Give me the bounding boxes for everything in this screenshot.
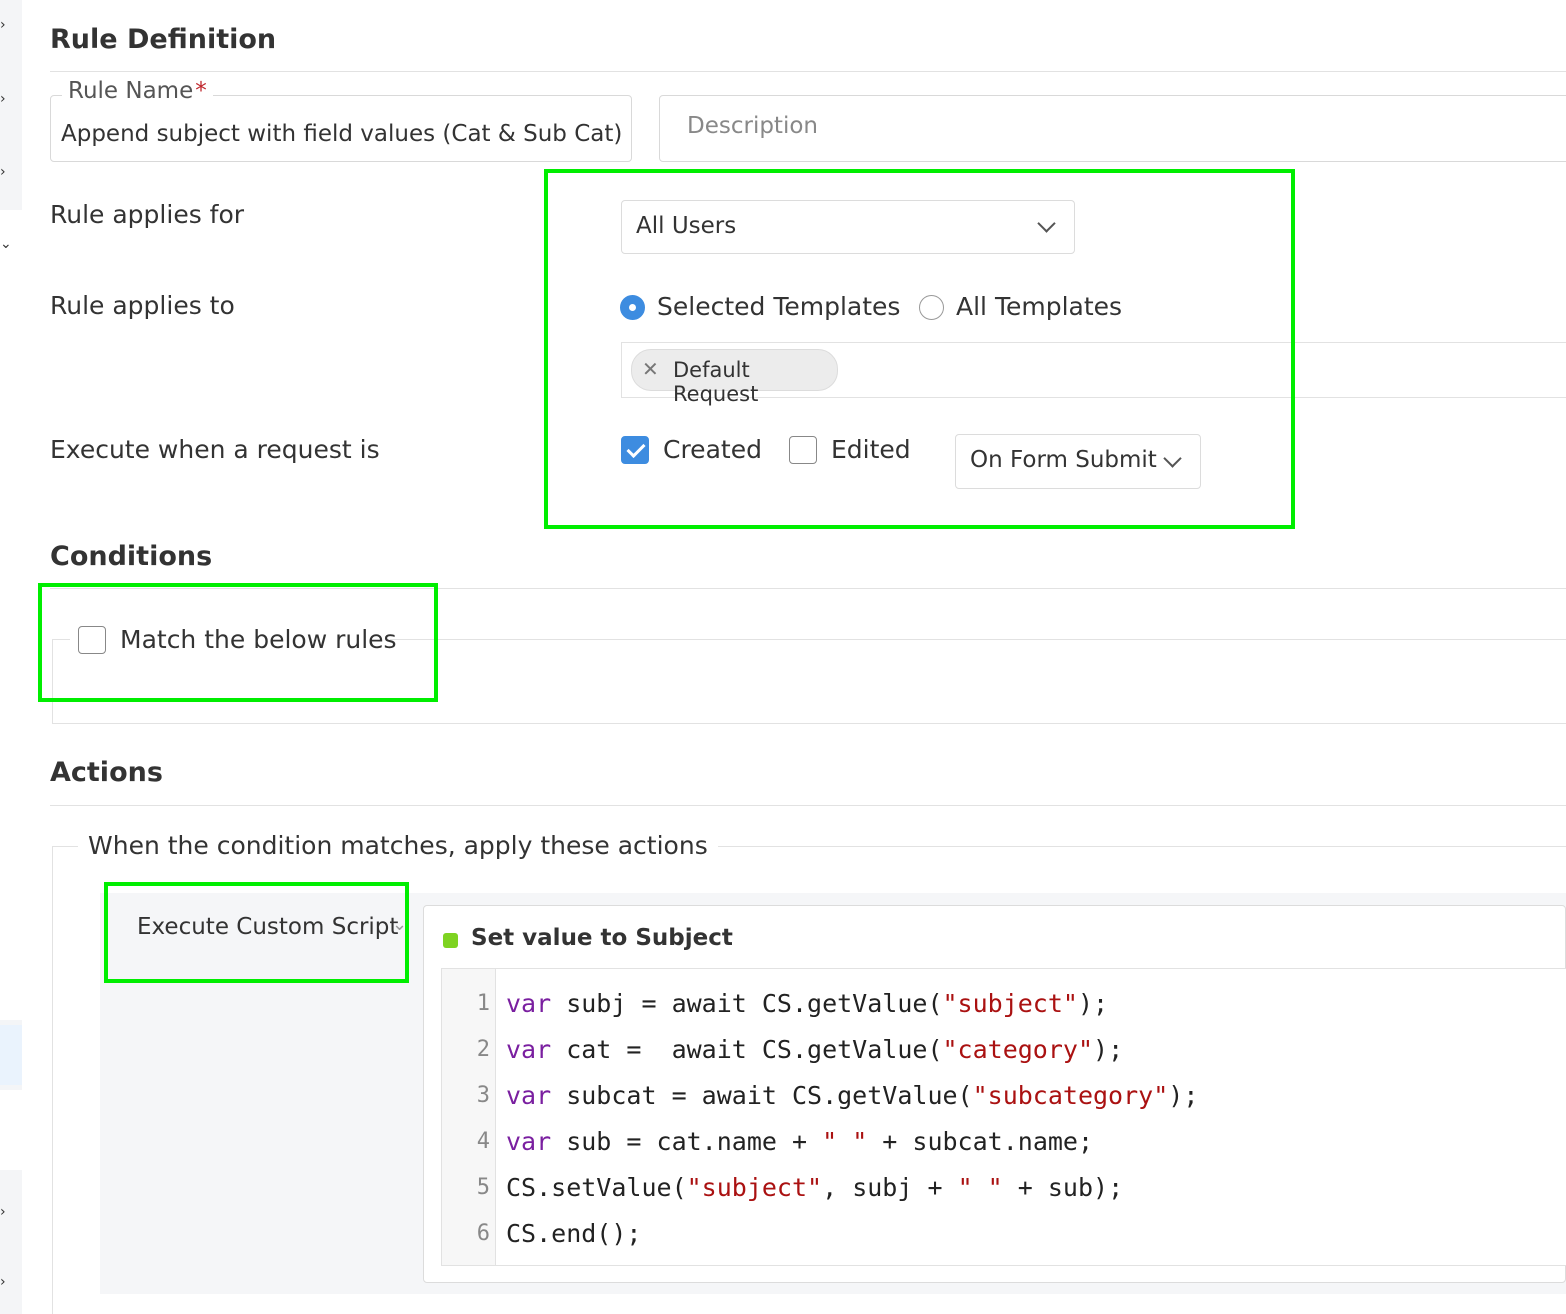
trigger-value: On Form Submit — [970, 447, 1157, 473]
line-number: 1 — [476, 991, 490, 1016]
status-indicator-icon — [443, 933, 458, 948]
code-token: subcat = await CS.getValue( — [551, 1081, 973, 1110]
code-keyword: var — [506, 1127, 552, 1156]
line-numbers: 1 2 3 4 5 6 — [442, 981, 490, 1257]
close-icon[interactable]: ✕ — [642, 357, 659, 381]
all-templates-radio[interactable] — [919, 295, 944, 320]
code-string: "category" — [942, 1035, 1094, 1064]
code-line: var cat = await CS.getValue("category"); — [506, 1027, 1198, 1073]
line-number: 3 — [476, 1083, 490, 1108]
code-token: + sub); — [1002, 1173, 1124, 1202]
rule-name-input[interactable]: Append subject with field values (Cat & … — [61, 121, 623, 147]
code-line: var sub = cat.name + " " + subcat.name; — [506, 1119, 1198, 1165]
rule-name-legend: Rule Name* — [62, 78, 213, 104]
template-chip: ✕ Default Request — [631, 349, 838, 406]
code-string: " " — [957, 1173, 1003, 1202]
applies-for-label: Rule applies for — [50, 200, 245, 229]
created-label[interactable]: Created — [663, 435, 762, 464]
left-strip-selected[interactable] — [0, 1025, 22, 1085]
code-string: "subject" — [942, 989, 1078, 1018]
rule-name-label: Rule Name — [68, 78, 194, 104]
chevron-down-icon[interactable]: ⌄ — [392, 914, 408, 935]
edited-label[interactable]: Edited — [831, 435, 911, 464]
chevron-right-icon[interactable]: › — [0, 1204, 6, 1220]
highlight-box — [104, 882, 409, 983]
line-number: 5 — [476, 1175, 490, 1200]
execute-when-label: Execute when a request is — [50, 435, 380, 464]
code-string: " " — [822, 1127, 868, 1156]
match-rules-label[interactable]: Match the below rules — [120, 625, 397, 654]
all-templates-label[interactable]: All Templates — [956, 292, 1123, 321]
chevron-right-icon[interactable]: › — [0, 1274, 6, 1290]
edited-checkbox[interactable] — [789, 436, 817, 464]
required-marker: * — [195, 78, 207, 104]
code-string: "subject" — [686, 1173, 823, 1202]
applies-to-label: Rule applies to — [50, 291, 235, 320]
match-rules-checkbox[interactable] — [78, 626, 106, 654]
actions-title: Actions — [50, 757, 163, 788]
selected-templates-label[interactable]: Selected Templates — [657, 292, 901, 321]
created-checkbox[interactable] — [621, 436, 649, 464]
code-line: CS.end(); — [506, 1211, 1198, 1257]
chevron-down-icon[interactable]: ⌄ — [0, 236, 12, 252]
description-field[interactable]: Description — [659, 95, 1566, 162]
code-keyword: var — [506, 1081, 552, 1110]
chevron-right-icon[interactable]: › — [0, 164, 6, 180]
code-line: var subj = await CS.getValue("subject"); — [506, 981, 1198, 1027]
code-token: CS.end(); — [506, 1219, 642, 1248]
actions-legend: When the condition matches, apply these … — [78, 831, 718, 860]
highlight-box — [544, 169, 1295, 529]
code-keyword: var — [506, 989, 552, 1018]
divider — [50, 588, 1566, 589]
code-token: , subj + — [822, 1173, 958, 1202]
line-number: 2 — [476, 1037, 490, 1062]
conditions-legend — [70, 618, 390, 662]
left-strip-gap — [0, 1090, 22, 1170]
code-token: subj = await CS.getValue( — [551, 989, 943, 1018]
code-line: CS.setValue("subject", subj + " " + sub)… — [506, 1165, 1198, 1211]
line-gutter — [442, 969, 496, 1265]
script-title: Set value to Subject — [471, 925, 733, 951]
code-token: + subcat.name; — [867, 1127, 1094, 1156]
actions-fieldset — [52, 846, 1566, 1314]
conditions-title: Conditions — [50, 541, 213, 572]
left-strip-gap — [0, 210, 22, 1020]
applies-for-select[interactable]: All Users — [621, 200, 1075, 254]
chevron-right-icon[interactable]: › — [0, 17, 6, 33]
code-token: sub = cat.name + — [551, 1127, 823, 1156]
code-content[interactable]: var subj = await CS.getValue("subject");… — [506, 981, 1198, 1257]
selected-templates-radio[interactable] — [620, 295, 645, 320]
line-number: 6 — [476, 1221, 490, 1246]
template-chip-label: Default Request — [673, 358, 759, 406]
code-line: var subcat = await CS.getValue("subcateg… — [506, 1073, 1198, 1119]
line-number: 4 — [476, 1129, 490, 1154]
code-string: "subcategory" — [972, 1081, 1169, 1110]
applies-for-value: All Users — [636, 213, 737, 239]
code-token: cat = await CS.getValue( — [551, 1035, 943, 1064]
trigger-select[interactable]: On Form Submit — [955, 434, 1201, 489]
action-type-select[interactable]: Execute Custom Script — [137, 914, 399, 940]
code-token: ); — [1168, 1081, 1199, 1110]
code-token: ); — [1077, 989, 1109, 1018]
left-nav-strip: › › › ⌄ › › — [0, 0, 22, 1314]
script-panel: Set value to Subject 1 2 3 4 5 6 var subj = a… — [423, 905, 1566, 1283]
divider — [50, 805, 1566, 806]
chevron-right-icon[interactable]: › — [0, 91, 6, 107]
highlight-box — [38, 583, 438, 702]
rule-name-field[interactable]: Append subject with field values (Cat & … — [50, 95, 632, 162]
templates-multiselect[interactable]: ✕ Default Request — [621, 342, 1566, 406]
divider — [50, 71, 1566, 72]
rule-definition-title: Rule Definition — [50, 24, 277, 55]
code-keyword: var — [506, 1035, 552, 1064]
code-token: CS.setValue( — [506, 1173, 687, 1202]
description-placeholder: Description — [687, 113, 818, 139]
conditions-fieldset — [52, 639, 1566, 724]
code-token: ); — [1093, 1035, 1124, 1064]
